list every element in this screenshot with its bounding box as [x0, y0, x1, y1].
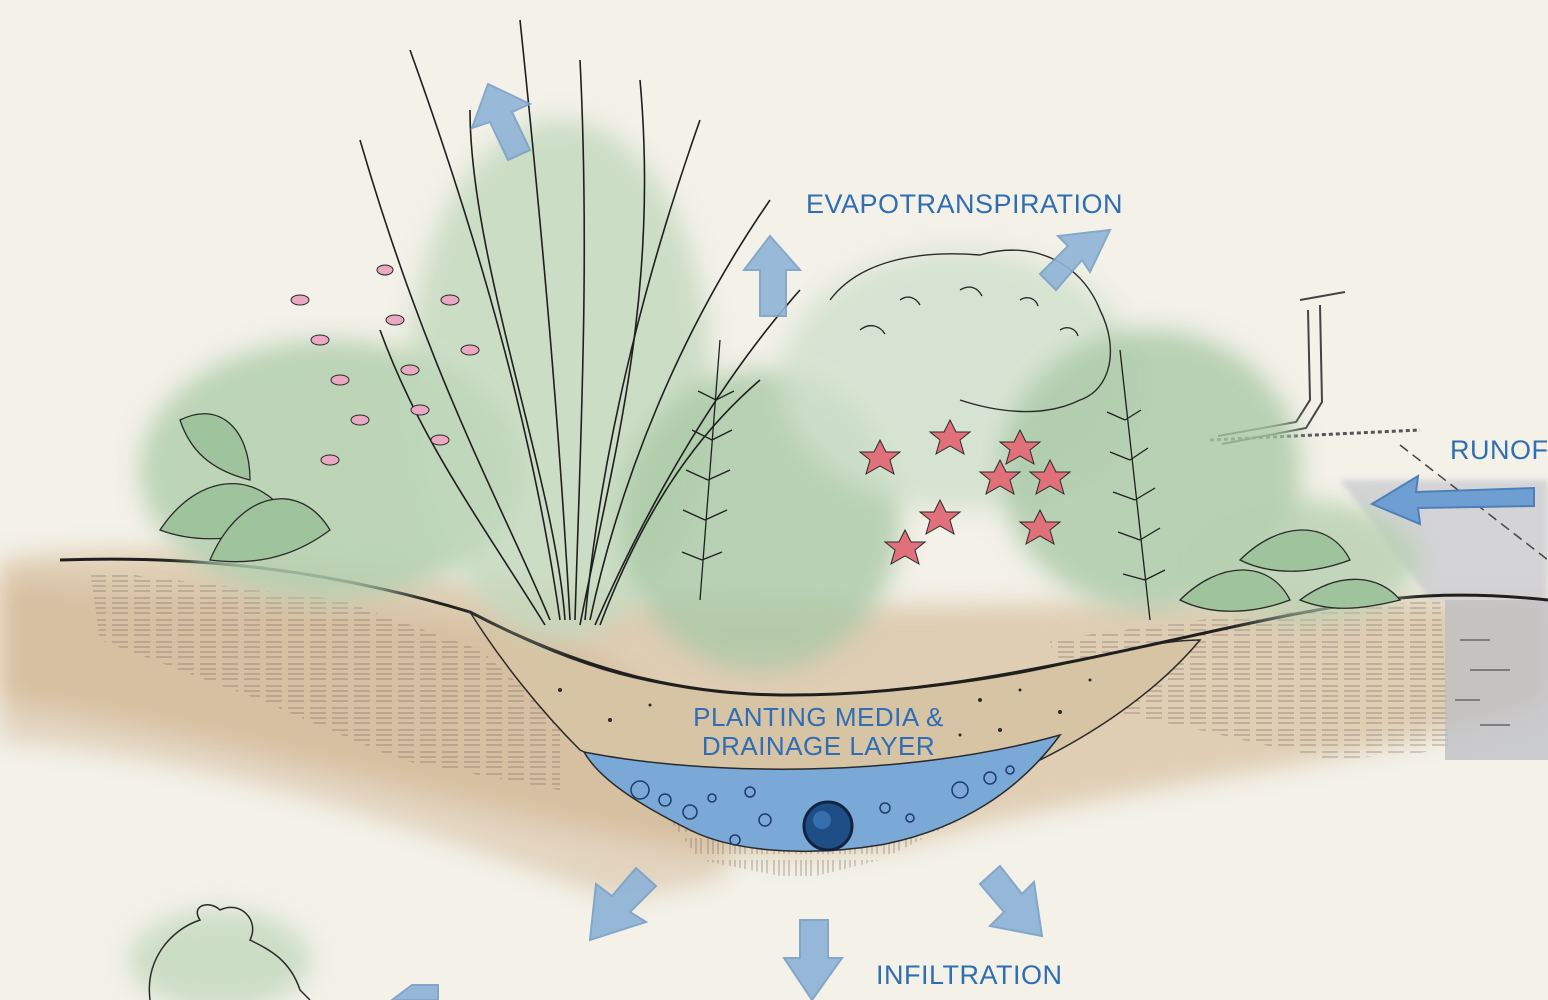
- arrow-icon: [980, 866, 1042, 936]
- planting-media-label-line2: DRAINAGE LAYER: [686, 732, 951, 761]
- runoff-label: RUNOF: [1450, 436, 1548, 466]
- arrow-icon: [784, 920, 842, 1000]
- planting-media-label-line1: PLANTING MEDIA &: [686, 703, 951, 732]
- arrow-icon: [744, 236, 800, 316]
- evapotranspiration-label: EVAPOTRANSPIRATION: [806, 190, 1123, 220]
- infiltration-label: INFILTRATION: [876, 961, 1063, 991]
- arrow-icon: [392, 985, 438, 1000]
- drain-pipe-icon: [804, 802, 852, 850]
- planting-media-label: PLANTING MEDIA & DRAINAGE LAYER: [686, 703, 951, 760]
